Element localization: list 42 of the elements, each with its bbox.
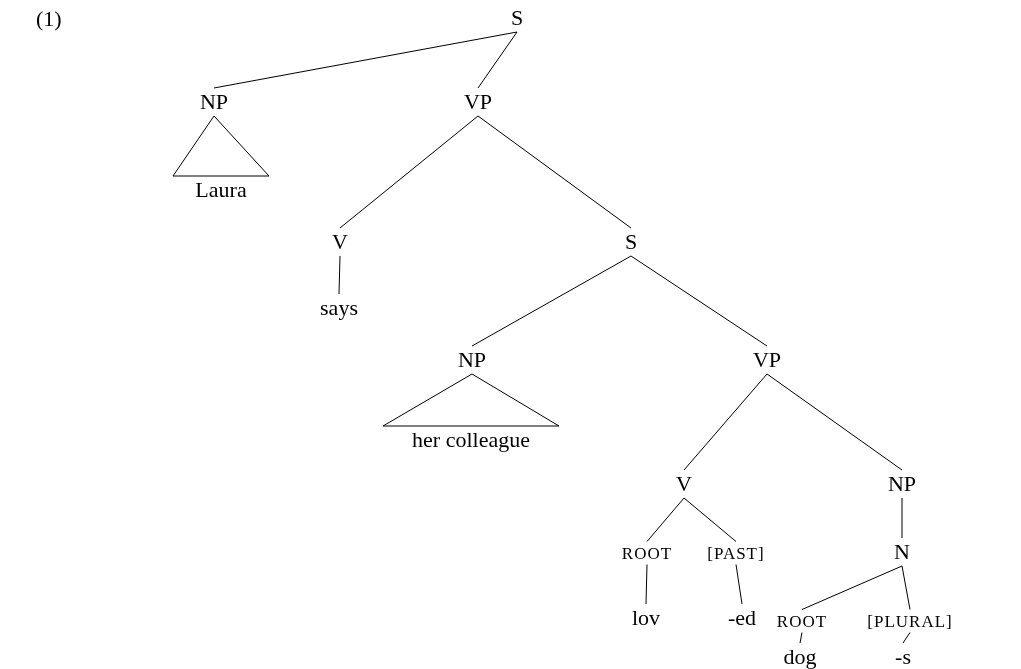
branch-line bbox=[799, 632, 803, 644]
tree-label: Laura bbox=[194, 177, 248, 203]
tree-label: says bbox=[319, 295, 359, 321]
tree-label: ROOT bbox=[620, 542, 674, 564]
triangle-branch bbox=[382, 373, 560, 427]
example-number: (1) bbox=[36, 6, 62, 32]
branch-line bbox=[902, 632, 911, 644]
branch-line bbox=[630, 255, 768, 347]
tree-label: -s bbox=[894, 644, 912, 669]
tree-label: [PLURAL] bbox=[866, 610, 954, 632]
branch-line bbox=[683, 373, 768, 471]
branch-line bbox=[339, 115, 479, 229]
tree-label: S bbox=[623, 229, 639, 255]
tree-label: -ed bbox=[726, 605, 758, 631]
branch-line bbox=[766, 373, 903, 471]
tree-label: lov bbox=[630, 605, 662, 631]
tree-label: V bbox=[331, 229, 349, 255]
branch-line bbox=[477, 31, 518, 89]
tree-label: NP bbox=[456, 347, 488, 373]
tree-label: dog bbox=[782, 644, 818, 669]
tree-label: N bbox=[893, 539, 911, 565]
branch-line bbox=[735, 564, 743, 605]
branch-line bbox=[645, 564, 648, 605]
tree-label: VP bbox=[462, 89, 494, 115]
tree-label: ROOT bbox=[775, 610, 829, 632]
tree-label: S bbox=[509, 5, 525, 31]
tree-label: her colleague bbox=[411, 427, 531, 453]
branch-line bbox=[338, 255, 341, 295]
branch-line bbox=[901, 565, 911, 610]
tree-label: [PAST] bbox=[706, 542, 766, 564]
tree-label: NP bbox=[198, 89, 230, 115]
tree-label: VP bbox=[751, 347, 783, 373]
branch-line bbox=[683, 497, 737, 542]
branch-line bbox=[213, 31, 518, 89]
tree-label: NP bbox=[886, 471, 918, 497]
branch-line bbox=[901, 497, 903, 539]
branch-line bbox=[477, 115, 632, 229]
triangle-branch bbox=[172, 115, 270, 177]
branch-line bbox=[801, 565, 903, 610]
branch-line bbox=[646, 497, 685, 542]
branch-line bbox=[471, 255, 632, 347]
tree-label: V bbox=[675, 471, 693, 497]
